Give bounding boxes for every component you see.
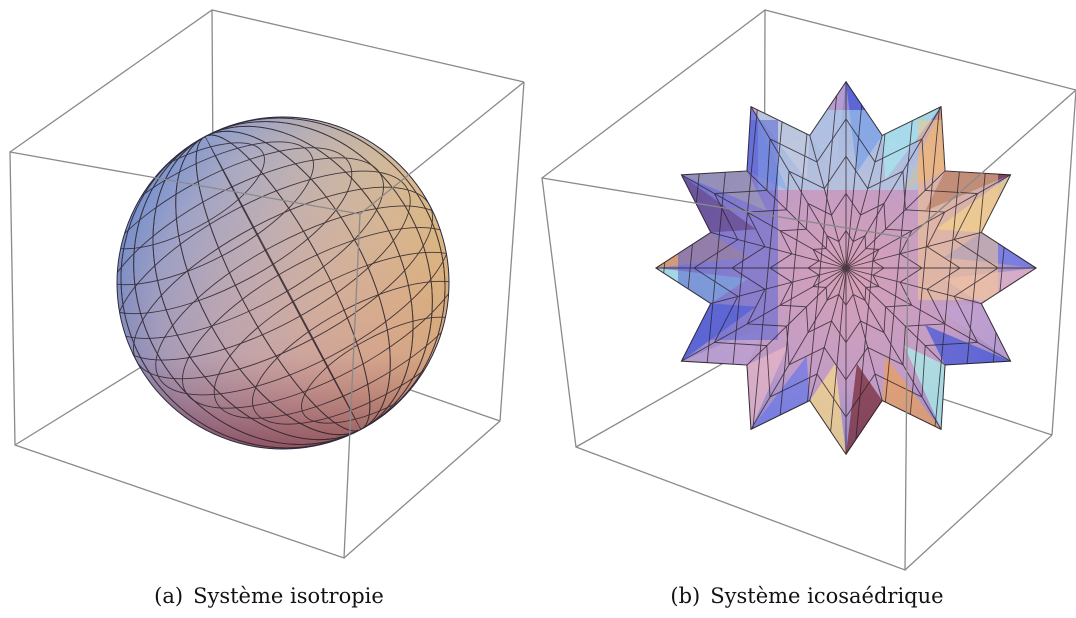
figure-panel-a: (a) Système isotropie — [0, 9, 538, 608]
caption-b: (b) Système icosaédrique — [538, 584, 1076, 608]
figure-panel-b: (b) Système icosaédrique — [538, 0, 1076, 618]
caption-b-label: (b) — [670, 584, 701, 608]
caption-a-label: (a) — [154, 584, 184, 608]
caption-a: (a) Système isotropie — [0, 584, 538, 608]
icosahedral-surface — [654, 80, 1038, 456]
sphere-figure — [9, 9, 525, 559]
bounding-box-front — [9, 81, 525, 559]
icosahedral-figure — [541, 9, 1076, 571]
caption-b-text: Système icosaédrique — [710, 584, 944, 608]
bounding-box-front — [541, 89, 1076, 571]
sphere-surface — [116, 116, 450, 450]
caption-a-text: Système isotropie — [193, 584, 384, 608]
